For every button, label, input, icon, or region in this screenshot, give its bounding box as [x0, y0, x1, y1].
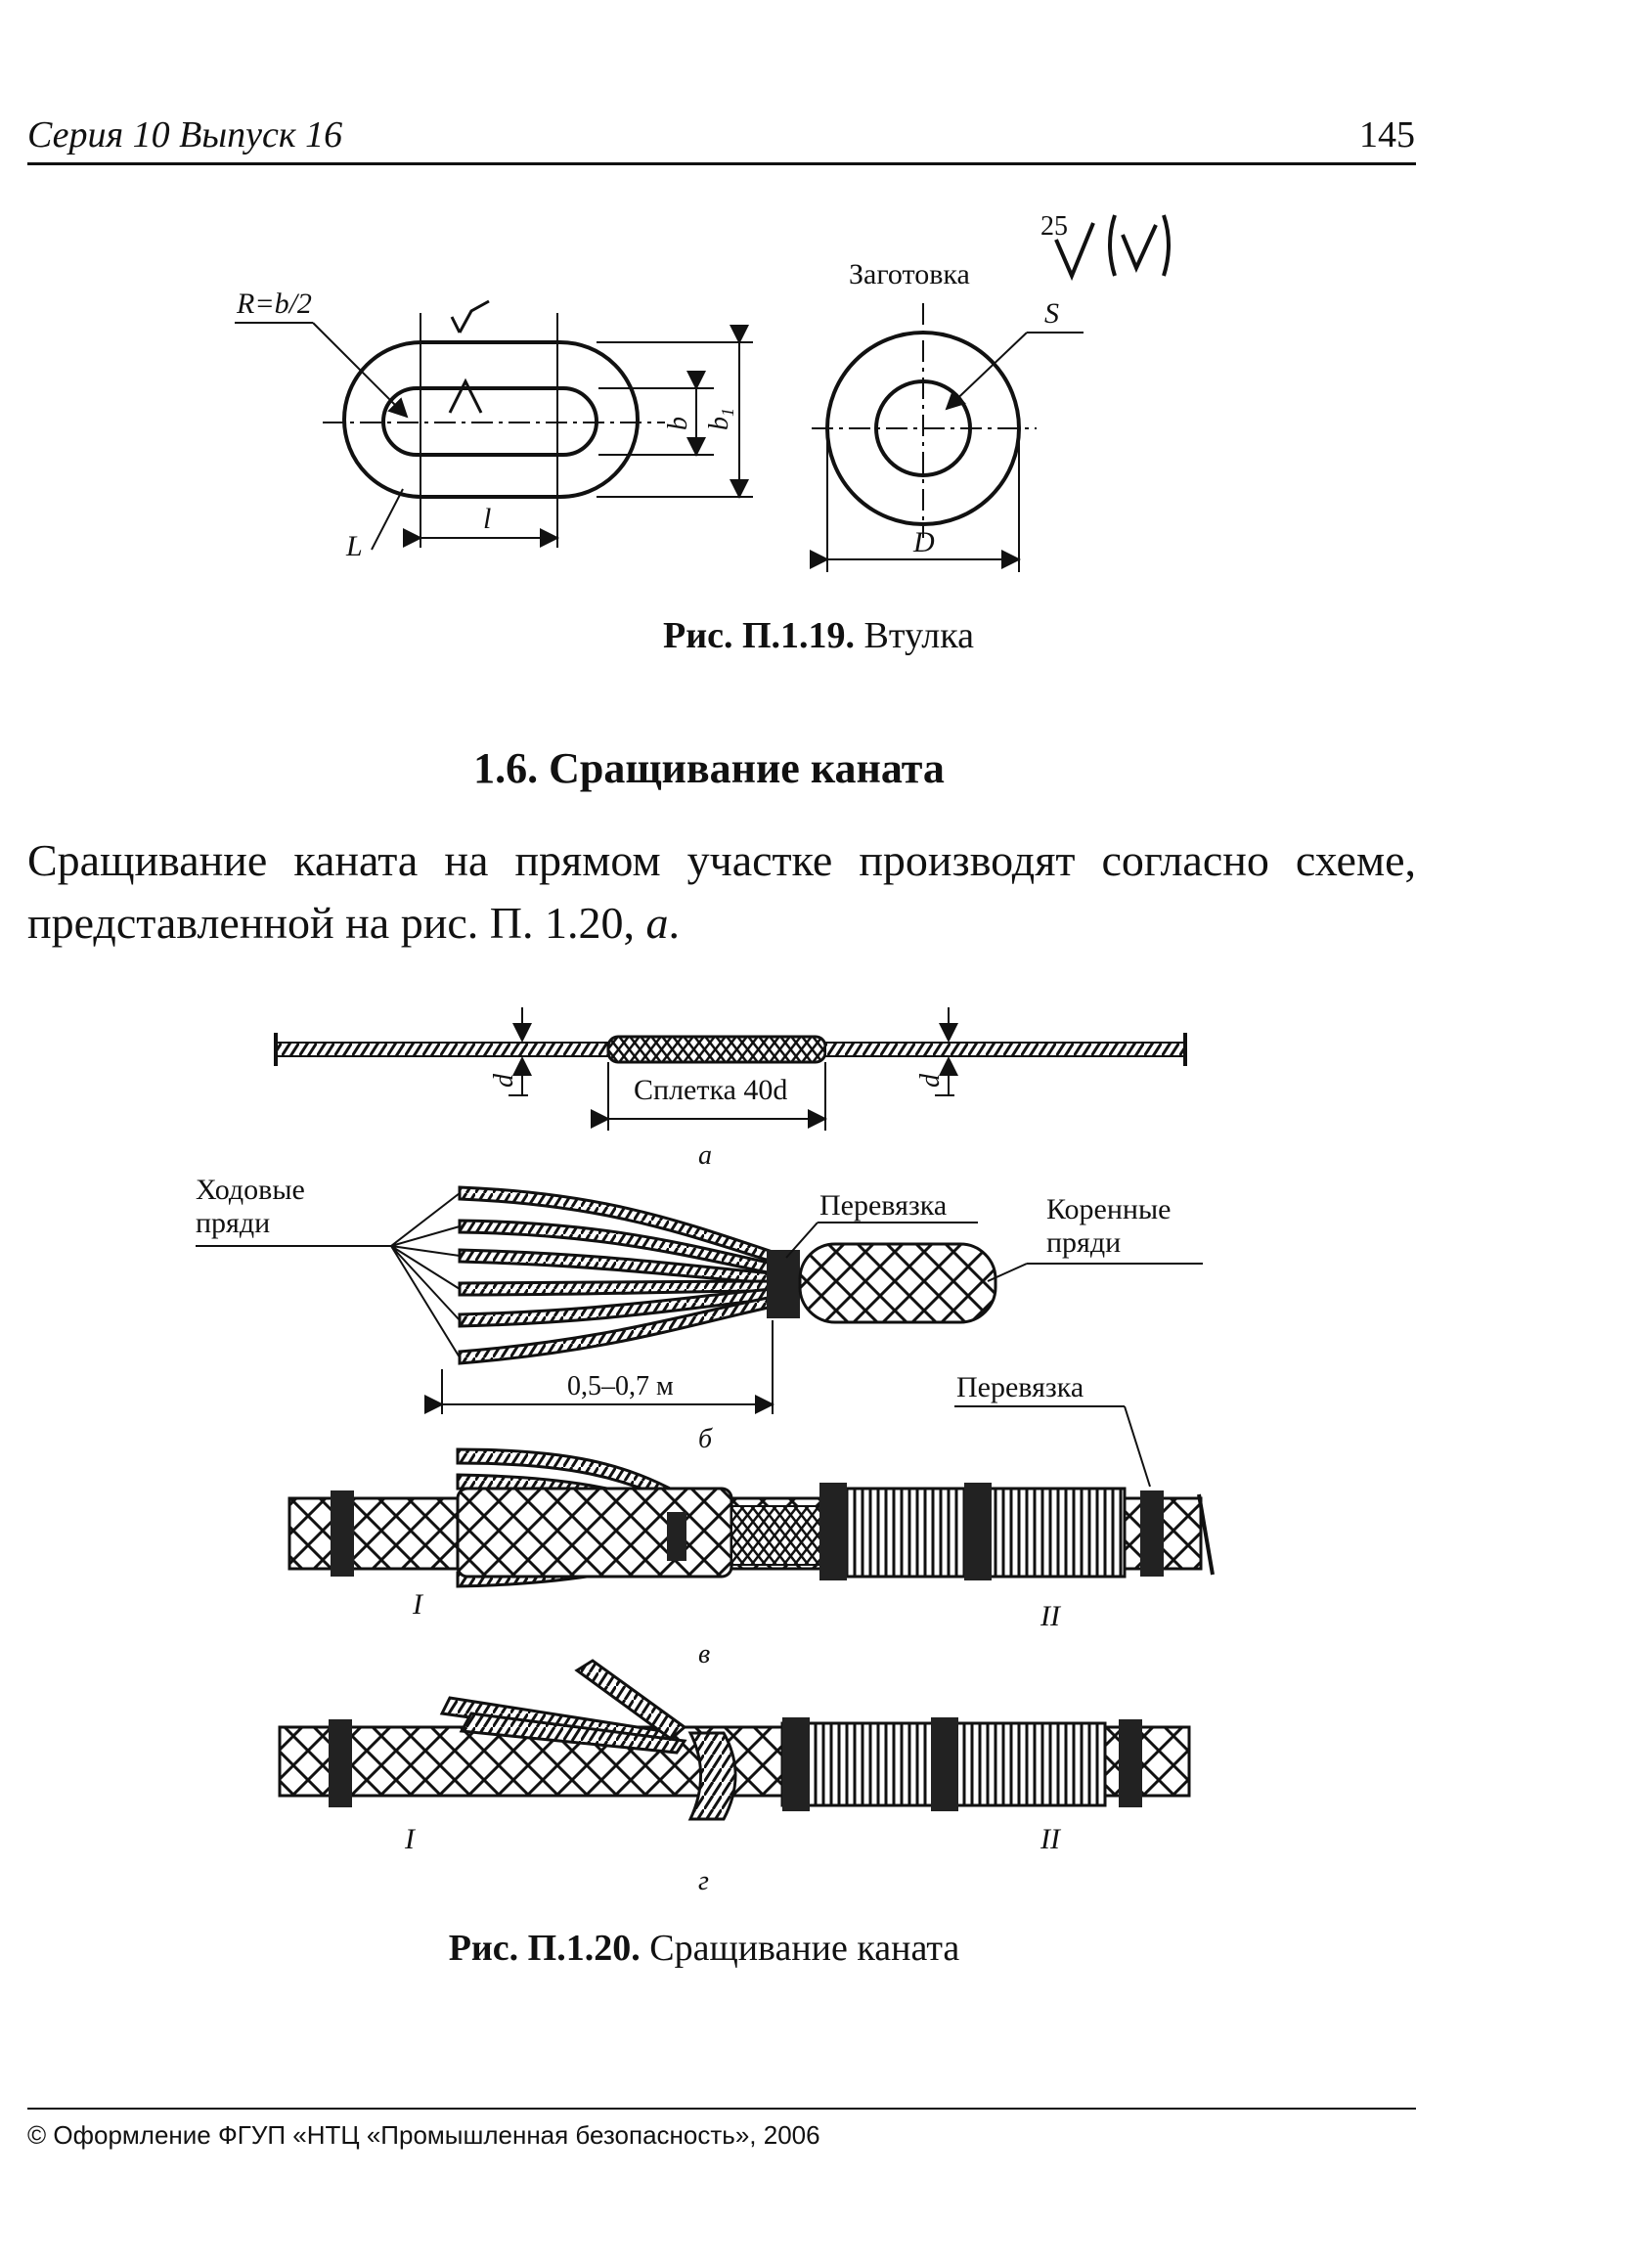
radius-label: R=b/2: [236, 288, 312, 320]
subfigure-b-label: б: [698, 1424, 713, 1454]
caption-text: Сращивание каната: [640, 1928, 960, 1969]
tie-label-b: Перевязка: [819, 1189, 947, 1222]
running-strands-label-2: пряди: [196, 1207, 270, 1239]
body-paragraph: Сращивание каната на прямом участке прои…: [27, 829, 1416, 955]
width-b-label: b: [663, 417, 693, 430]
caption-number: Рис. П.1.19.: [662, 615, 856, 656]
running-header-series: Серия 10 Выпуск 16: [27, 114, 343, 156]
splice-scheme-b: Ходовые пряди Перевязка Коренные пряди 0…: [196, 1174, 1203, 1454]
splice-scheme-g: I II г: [278, 1659, 1191, 1896]
root-strands-label: Коренные: [1046, 1193, 1171, 1225]
page-number: 145: [1359, 114, 1415, 156]
diameter-d-left-label: d: [489, 1073, 519, 1088]
splice-scheme-v: Перевязка I II в: [288, 1371, 1215, 1669]
subfigure-v-label: в: [698, 1639, 710, 1669]
header-rule: [27, 162, 1416, 165]
blank-label: Заготовка: [849, 258, 970, 290]
caption-text: Втулка: [855, 615, 975, 656]
tie-label-v: Перевязка: [956, 1371, 1084, 1403]
roughness-symbol: 25: [1040, 211, 1171, 282]
end-II-label-g: II: [1040, 1823, 1062, 1855]
width-b1-label: b1: [704, 408, 737, 430]
end-I-label-v: I: [412, 1588, 424, 1621]
paragraph-end: .: [668, 898, 680, 948]
running-strands-label: Ходовые: [196, 1174, 305, 1206]
roughness-value: 25: [1040, 211, 1068, 242]
paragraph-text: Сращивание каната на прямом участке прои…: [27, 835, 1416, 948]
figure-bushing-drawing: 25 Заготовка R=b/2 L l b b1: [235, 211, 1171, 572]
figure-caption-splice: Рис. П.1.20. Сращивание каната: [0, 1927, 1408, 1970]
caption-number: Рис. П.1.20.: [448, 1928, 641, 1969]
paragraph-italic: а: [645, 898, 669, 948]
subfigure-a-label: а: [698, 1140, 712, 1171]
diameter-D-label: D: [912, 526, 935, 558]
diameter-d-right-label: d: [915, 1073, 946, 1088]
splice-scheme-a: d d Сплетка 40d а: [274, 1007, 1187, 1171]
copyright-footer: © Оформление ФГУП «НТЦ «Промышленная без…: [27, 2120, 820, 2150]
length-l-label: l: [483, 503, 491, 535]
root-strands-label-2: пряди: [1046, 1226, 1121, 1259]
figure-rope-splice-drawing: d d Сплетка 40d а Ходовые пряди Перевязк…: [196, 1007, 1215, 1896]
figure-caption-bushing: Рис. П.1.19. Втулка: [0, 614, 1637, 657]
footer-rule: [27, 2108, 1416, 2110]
end-II-label-v: II: [1040, 1600, 1062, 1632]
thickness-S-label: S: [1044, 297, 1059, 330]
splice-length-label: Сплетка 40d: [634, 1074, 787, 1106]
end-I-label-g: I: [404, 1823, 417, 1855]
subfigure-g-label: г: [698, 1866, 709, 1896]
length-L-label: L: [345, 530, 363, 562]
blank-ring-view: S D: [810, 297, 1084, 572]
length-range-label: 0,5–0,7 м: [567, 1371, 674, 1401]
bushing-side-view: R=b/2 L l b b1: [235, 288, 753, 562]
section-title: 1.6. Сращивание каната: [473, 744, 945, 792]
